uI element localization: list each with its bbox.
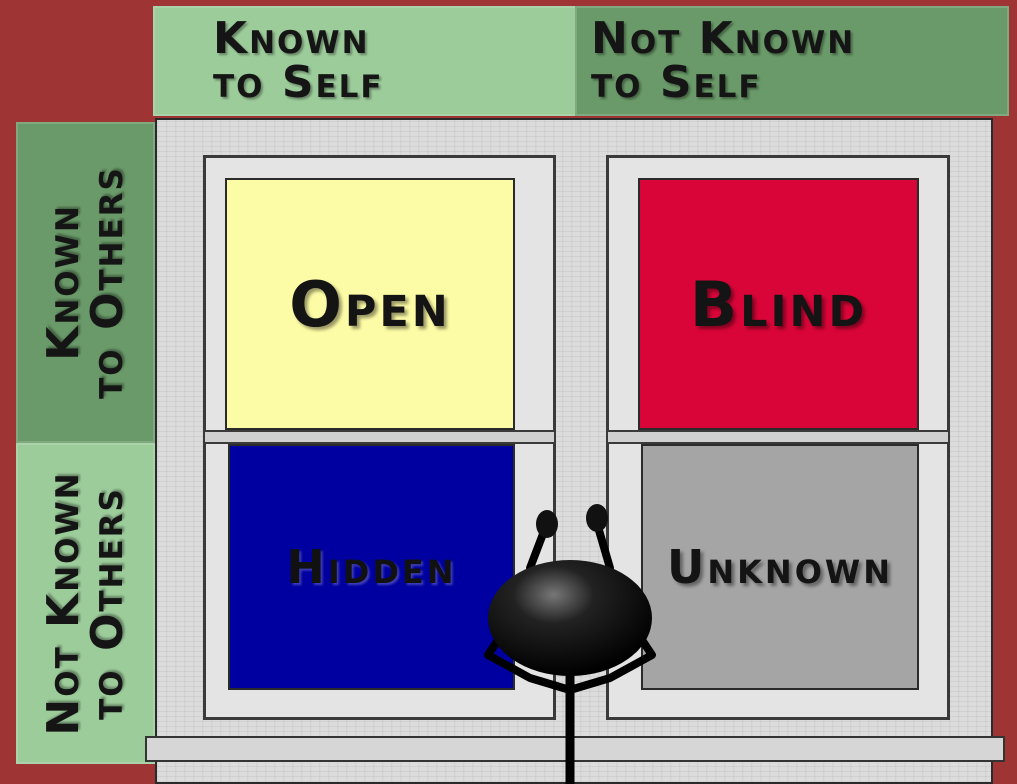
- header-known-to-others-line2: to Others: [86, 166, 130, 399]
- window-rail-right: [606, 430, 950, 444]
- window-rail-left: [203, 430, 556, 444]
- header-not-known-to-self: Not Known to Self: [575, 6, 1009, 116]
- pane-open-label: Open: [289, 268, 451, 341]
- stick-figure: [470, 500, 670, 784]
- header-not-known-to-others-line1: Not Known: [42, 471, 86, 735]
- pane-blind-label: Blind: [690, 268, 867, 341]
- header-known-to-others-line1: Known: [42, 204, 86, 361]
- header-not-known-to-self-line2: to Self: [591, 61, 1009, 105]
- pane-hidden-label: Hidden: [286, 540, 456, 594]
- pane-unknown: Unknown: [641, 444, 919, 690]
- pane-open: Open: [225, 178, 515, 430]
- header-not-known-to-others: Not Known to Others: [16, 443, 155, 764]
- header-known-to-self: Known to Self: [153, 6, 635, 116]
- header-known-to-others: Known to Others: [16, 122, 155, 443]
- header-not-known-to-self-line1: Not Known: [591, 17, 1009, 61]
- header-known-to-self-line2: to Self: [213, 61, 635, 105]
- header-known-to-self-line1: Known: [213, 17, 635, 61]
- header-not-known-to-others-line2: to Others: [86, 487, 130, 720]
- pane-unknown-label: Unknown: [667, 540, 893, 594]
- pane-blind: Blind: [638, 178, 919, 430]
